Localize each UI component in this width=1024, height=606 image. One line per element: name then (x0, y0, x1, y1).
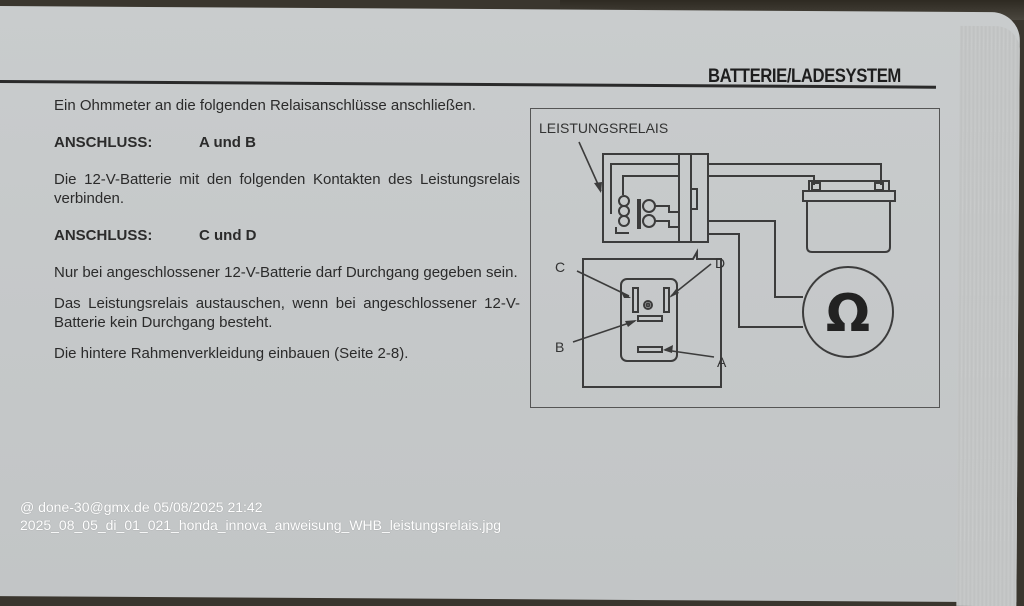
connection-spec-ab: ANSCHLUSS: A und B (54, 133, 520, 152)
connector-icon (582, 248, 722, 388)
terminal-label-d: D (715, 255, 725, 271)
connection-label: ANSCHLUSS: (54, 134, 153, 151)
connection-value: C und D (199, 227, 257, 244)
section-title: BATTERIE/LADESYSTEM (708, 66, 901, 87)
intro-text: Ein Ohmmeter an die folgenden Relaisansc… (54, 97, 476, 114)
battery-icon (802, 180, 896, 253)
terminal-label-a: A (717, 354, 727, 370)
watermark-author-date: @ done-30@gmx.de 05/08/2025 21:42 (20, 499, 263, 515)
relay-test-diagram: LEISTUNGSRELAIS C D B A Ω (530, 108, 940, 408)
connection-label: ANSCHLUSS: (54, 227, 153, 244)
photo-watermark: @ done-30@gmx.de 05/08/2025 21:42 2025_0… (20, 498, 501, 534)
connection-spec-cd: ANSCHLUSS: C und D (54, 226, 520, 245)
connection-value: A und B (199, 134, 256, 151)
ohmmeter-icon (802, 266, 894, 358)
instruction-column: Ein Ohmmeter an die folgenden Relaisansc… (54, 96, 520, 375)
continuity-note: Nur bei angeschlossener 12-V-Batterie da… (54, 264, 518, 281)
ohm-symbol-icon: Ω (826, 284, 870, 344)
terminal-label-b: B (555, 339, 564, 355)
diagram-drawing: LEISTUNGSRELAIS C D B A Ω (539, 120, 896, 388)
terminal-label-c: C (555, 259, 565, 275)
replace-note: Das Leistungsrelais austauschen, wenn be… (54, 295, 520, 331)
page-edge-stack (956, 25, 1020, 606)
watermark-filename: 2025_08_05_di_01_021_honda_innova_anweis… (20, 517, 502, 533)
step-battery-text: Die 12-V-Batterie mit den folgenden Kont… (54, 171, 520, 207)
relay-label: LEISTUNGSRELAIS (539, 120, 668, 136)
relay-coil-icon (602, 153, 709, 243)
final-step: Die hintere Rahmenverkleidung einbauen (… (54, 345, 409, 362)
